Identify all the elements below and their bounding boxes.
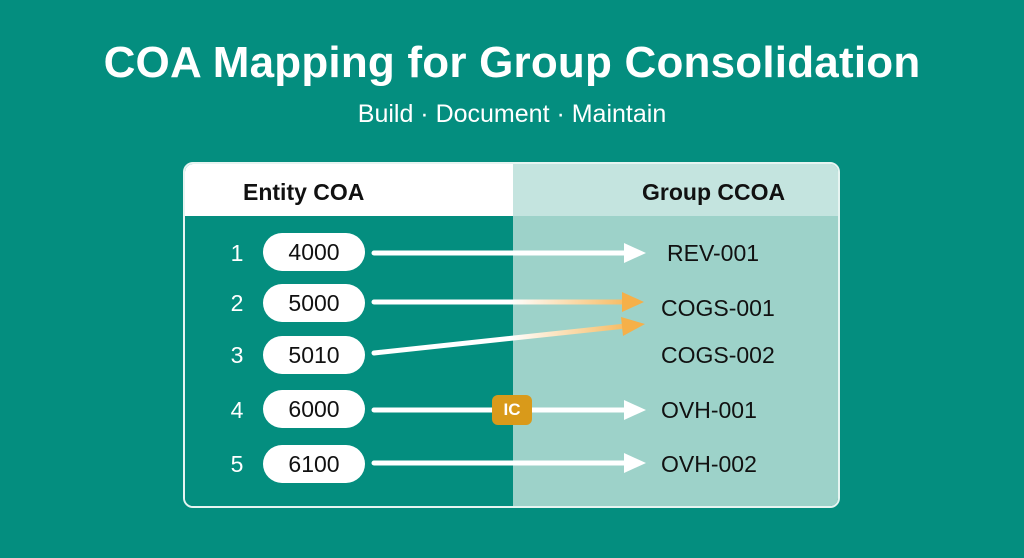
group-ccoa-header-cell (513, 164, 838, 216)
group-account-5: OVH-002 (661, 451, 757, 477)
group-account-2: COGS-001 (661, 295, 775, 321)
arrow-head-4 (624, 400, 646, 420)
arrow-head-3 (621, 317, 645, 336)
page-subtitle: Build · Document · Maintain (357, 100, 667, 128)
arrow-line-3 (371, 323, 629, 356)
entity-code-pill-1: 4000 (263, 233, 365, 271)
row-number-2: 2 (230, 290, 244, 316)
group-ccoa-header: Group CCOA (642, 179, 786, 205)
group-account-3: COGS-002 (661, 342, 775, 368)
entity-coa-header: Entity COA (243, 179, 365, 205)
row-number-3: 3 (230, 342, 244, 368)
mapping-table: Entity COA Group CCOA (183, 162, 840, 508)
entity-code-pill-4: 6000 (263, 390, 365, 428)
entity-code-pill-5: 6100 (263, 445, 365, 483)
group-account-4: OVH-001 (661, 397, 757, 423)
page-title: COA Mapping for Group Consolidation (103, 38, 921, 87)
row-number-1: 1 (230, 240, 244, 266)
entity-code-pill-3: 5010 (263, 336, 365, 374)
entity-coa-header-cell (185, 164, 513, 216)
intercompany-badge: IC (492, 395, 532, 425)
arrow-head-2 (622, 292, 644, 312)
arrow-head-5 (624, 453, 646, 473)
entity-code-pill-2: 5000 (263, 284, 365, 322)
row-number-5: 5 (230, 451, 244, 477)
arrow-head-1 (624, 243, 646, 263)
group-account-1: REV-001 (667, 240, 760, 266)
group-ccoa-column (513, 164, 838, 506)
row-number-4: 4 (230, 397, 244, 423)
